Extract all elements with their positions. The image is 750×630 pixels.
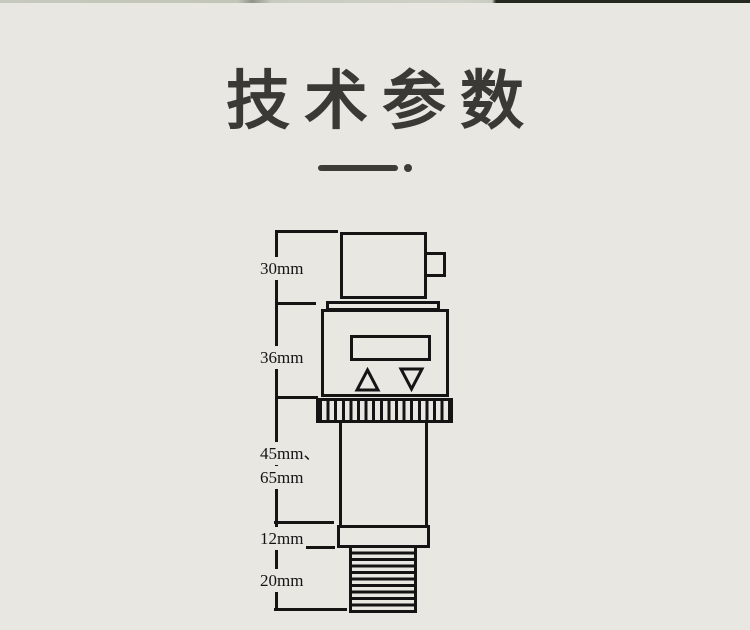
- page-title: 技术参数: [226, 65, 538, 137]
- dimension-label-12mm: 12mm: [257, 527, 307, 550]
- dimension-label-65mm: 65mm: [257, 466, 307, 489]
- dimension-tick-bottom: [274, 608, 347, 611]
- lower-flange-outline: [337, 525, 430, 548]
- dimension-tick-nut-top: [276, 396, 318, 399]
- dimension-label-30mm: 30mm: [257, 257, 307, 280]
- dimension-tick-top: [275, 230, 338, 233]
- dimension-tick-body-top: [276, 302, 316, 305]
- cable-gland-outline: [427, 252, 446, 277]
- lcd-display-outline: [350, 335, 431, 361]
- dimension-tick-flange-top: [274, 521, 334, 524]
- hex-nut-knurl-outline: [316, 398, 453, 423]
- dimension-vertical-line: [275, 231, 278, 611]
- connector-housing-outline: [340, 232, 427, 299]
- top-border-strip: [0, 0, 750, 3]
- thread-outline: [349, 548, 417, 613]
- dimension-label-36mm: 36mm: [257, 346, 307, 369]
- title-divider-dot-icon: [404, 164, 412, 172]
- up-triangle-icon: [354, 367, 381, 392]
- display-body-outline: [321, 309, 449, 397]
- dimension-label-20mm: 20mm: [257, 569, 307, 592]
- down-triangle-icon: [398, 367, 425, 392]
- sensor-body-outline: [339, 423, 428, 525]
- title-divider-line: [318, 165, 398, 171]
- dimension-label-45mm: 45mm、: [257, 442, 324, 465]
